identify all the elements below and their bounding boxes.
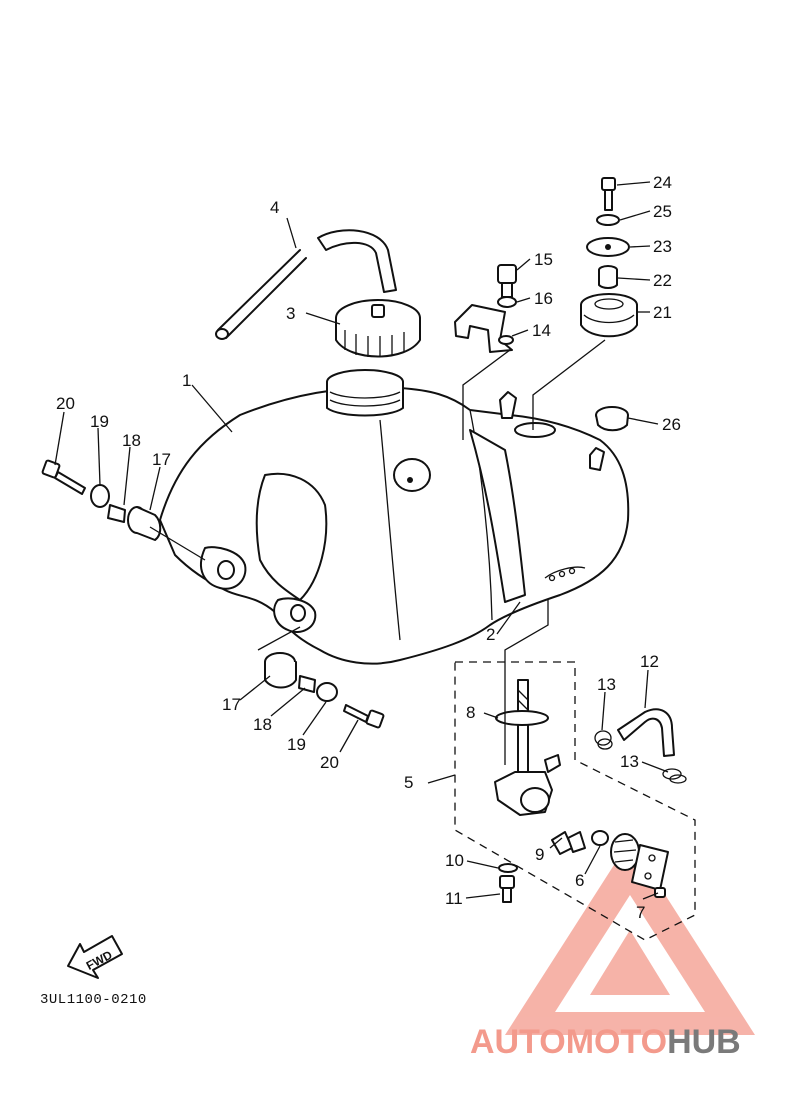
callout-15: 15 xyxy=(534,250,553,269)
fuel-tank xyxy=(159,369,630,665)
drain-bolt xyxy=(499,875,515,903)
breather-hose xyxy=(215,229,397,340)
side-mount-damper-lower xyxy=(264,652,297,689)
callout-7: 7 xyxy=(636,903,645,922)
tank-grommet xyxy=(595,406,629,432)
callout-21: 21 xyxy=(653,303,672,322)
callout-5: 5 xyxy=(404,773,413,792)
callout-4: 4 xyxy=(270,198,279,217)
top-mount-washer xyxy=(596,214,620,226)
top-mount-bolt xyxy=(601,177,616,211)
watermark-triangle xyxy=(505,840,755,1035)
watermark-word2: HUB xyxy=(667,1023,741,1061)
side-mount-collar-upper xyxy=(107,504,126,523)
fuel-cock-assembly-box xyxy=(454,661,696,941)
fuel-cock-screw xyxy=(654,887,666,898)
leader-lines xyxy=(54,181,669,900)
callout-22: 22 xyxy=(653,271,672,290)
fwd-arrow: FWD xyxy=(67,935,123,979)
fuel-cock-lever xyxy=(551,831,586,855)
callout-labels: 4 3 1 15 16 14 24 25 23 22 21 26 20 19 1… xyxy=(56,173,681,922)
callout-13-upper: 13 xyxy=(597,675,616,694)
tank-bracket xyxy=(454,304,514,353)
fuel-hose xyxy=(617,708,675,757)
callout-25: 25 xyxy=(653,202,672,221)
callout-12: 12 xyxy=(640,652,659,671)
callout-11: 11 xyxy=(445,889,463,908)
hose-clip-lower xyxy=(662,768,687,784)
callout-17-lower: 17 xyxy=(222,695,241,714)
svg-text:AUTOMOTOHUB: AUTOMOTOHUB xyxy=(470,1023,741,1061)
side-mount-collar-lower xyxy=(298,675,316,693)
top-mount-collar xyxy=(598,265,618,289)
fuel-cock-gasket xyxy=(495,710,549,726)
callout-19-upper: 19 xyxy=(90,412,109,431)
side-mount-bolt-lower xyxy=(343,704,385,729)
side-mount-washer-upper xyxy=(90,484,110,508)
callout-17-upper: 17 xyxy=(152,450,171,469)
callout-20-lower: 20 xyxy=(320,753,339,772)
document-code: 3UL1100-0210 xyxy=(40,992,147,1008)
callout-16: 16 xyxy=(534,289,553,308)
callout-14: 14 xyxy=(532,321,551,340)
fuel-cock-strainer xyxy=(517,679,529,776)
callout-13-lower: 13 xyxy=(620,752,639,771)
callout-1: 1 xyxy=(182,371,191,390)
callout-23: 23 xyxy=(653,237,672,256)
watermark-logo: AUTOMOTOHUB xyxy=(470,1023,741,1061)
side-mount-washer-lower xyxy=(316,682,338,702)
callout-8: 8 xyxy=(466,703,475,722)
fuel-cock-body xyxy=(494,754,561,816)
callout-10: 10 xyxy=(445,851,464,870)
top-mount-damper xyxy=(580,293,638,338)
side-mount-damper-upper xyxy=(127,506,162,541)
callout-2: 2 xyxy=(486,625,495,644)
callout-19-lower: 19 xyxy=(287,735,306,754)
callout-9: 9 xyxy=(535,845,544,864)
hose-clip-upper xyxy=(594,730,613,750)
top-mount-plate xyxy=(586,237,630,257)
fuel-cap xyxy=(335,299,421,358)
side-mount-bolt-upper xyxy=(41,459,86,495)
callout-3: 3 xyxy=(286,304,295,323)
bracket-washer xyxy=(497,296,517,308)
callout-18-upper: 18 xyxy=(122,431,141,450)
callout-20-upper: 20 xyxy=(56,394,75,413)
callout-18-lower: 18 xyxy=(253,715,272,734)
callout-6: 6 xyxy=(575,871,584,890)
watermark-word1: AUTOMOTO xyxy=(470,1023,667,1061)
callout-26: 26 xyxy=(662,415,681,434)
fuel-cock-o-ring xyxy=(591,830,609,846)
bracket-bolt xyxy=(497,264,517,298)
callout-24: 24 xyxy=(653,173,672,192)
drain-washer xyxy=(498,863,518,873)
